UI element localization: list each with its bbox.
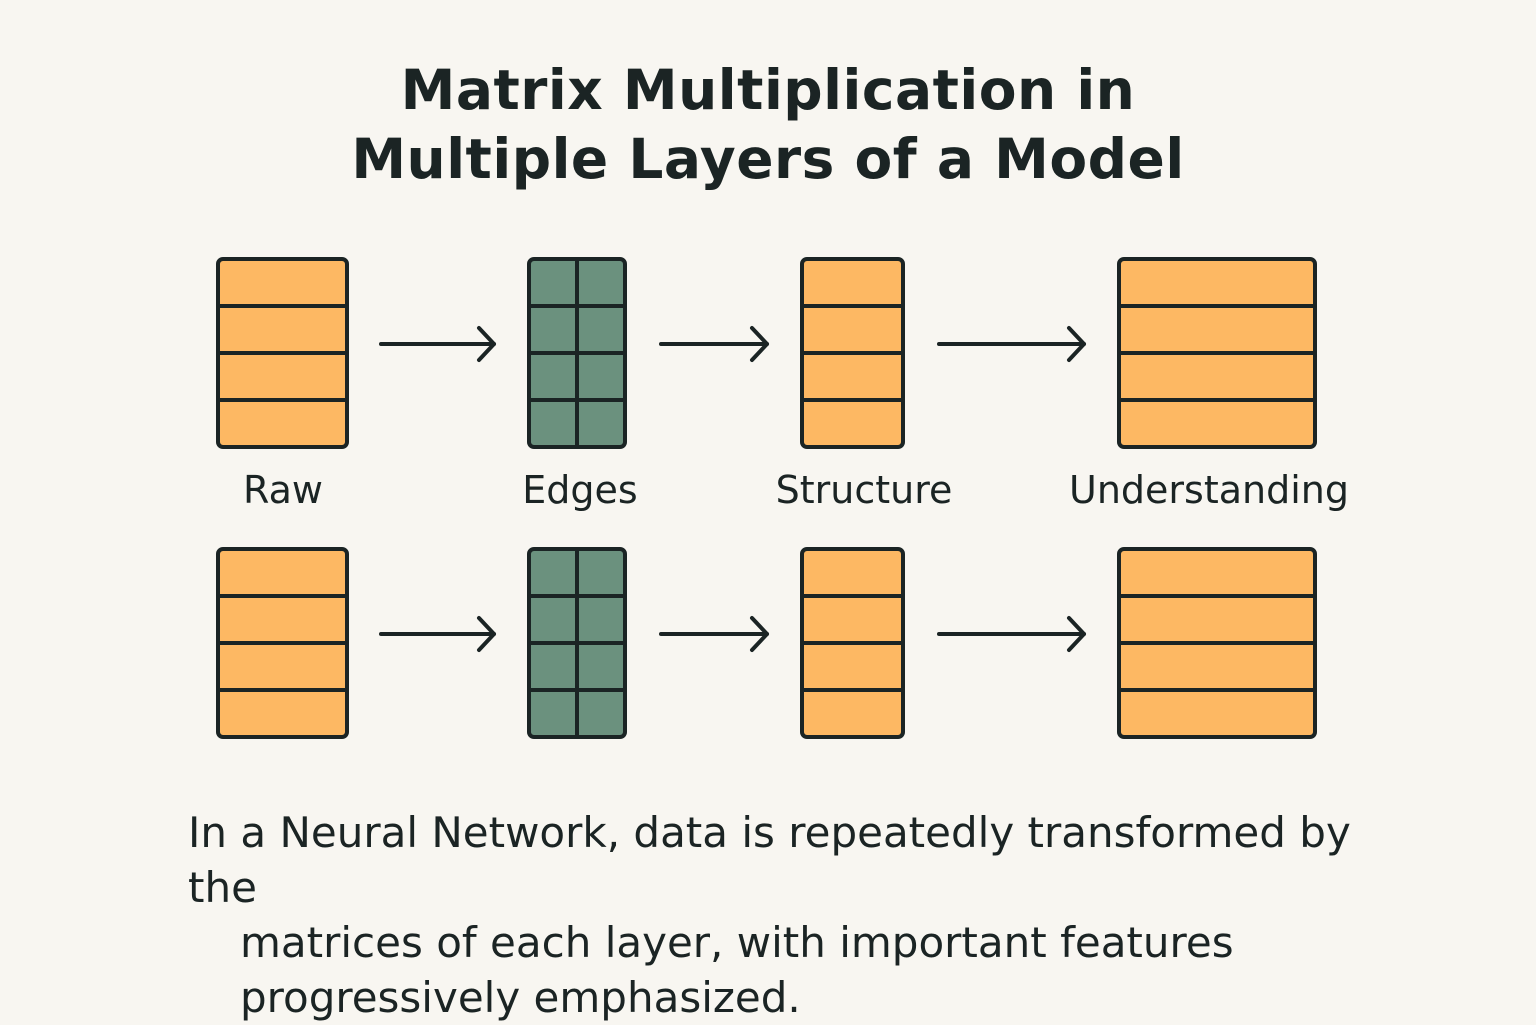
arrow-icon-1-3 — [937, 326, 1086, 362]
arrow-head — [750, 326, 769, 362]
caption-line-2: matrices of each layer, with important f… — [240, 918, 1234, 967]
arrow-head — [1067, 616, 1086, 652]
stage-label-raw: Raw — [243, 468, 323, 512]
title-line-1: Matrix Multiplication in — [400, 58, 1136, 122]
matrix-raw-row-1 — [216, 257, 349, 449]
matrix-understanding-row-2 — [1117, 547, 1317, 739]
arrow-icon-2-1 — [379, 616, 496, 652]
caption-line-3: progressively emphasized. — [240, 973, 801, 1022]
matrix-structure-row-1 — [800, 257, 905, 449]
arrow-head — [750, 616, 769, 652]
title-line-2: Multiple Layers of a Model — [351, 127, 1185, 191]
arrow-head — [477, 326, 496, 362]
diagram-title: Matrix Multiplication in Multiple Layers… — [0, 56, 1536, 194]
arrow-head — [1067, 326, 1086, 362]
matrix-raw-row-2 — [216, 547, 349, 739]
caption-line-1: In a Neural Network, data is repeatedly … — [188, 808, 1351, 912]
stage-label-structure: Structure — [776, 468, 953, 512]
caption: In a Neural Network, data is repeatedly … — [188, 805, 1428, 1025]
arrow-icon-1-1 — [379, 326, 496, 362]
stage-label-edges: Edges — [522, 468, 637, 512]
matrix-understanding-row-1 — [1117, 257, 1317, 449]
matrix-structure-row-2 — [800, 547, 905, 739]
arrow-icon-2-3 — [937, 616, 1086, 652]
matrix-edges-row-2 — [527, 547, 627, 739]
arrow-icon-2-2 — [659, 616, 769, 652]
arrow-head — [477, 616, 496, 652]
matrix-edges-row-1 — [527, 257, 627, 449]
arrow-icon-1-2 — [659, 326, 769, 362]
stage-label-understanding: Understanding — [1069, 468, 1349, 512]
